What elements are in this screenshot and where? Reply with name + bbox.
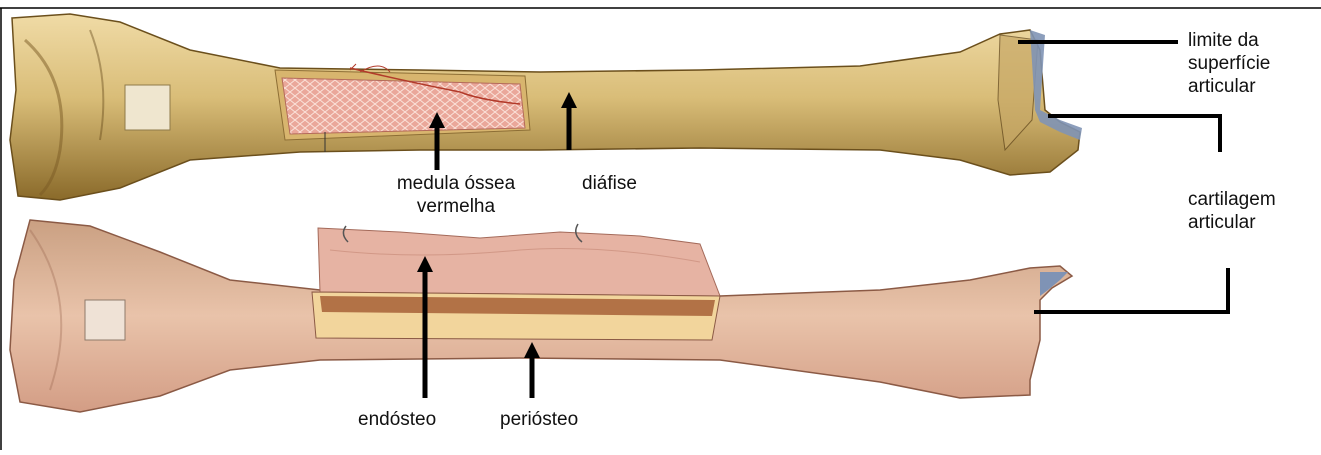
lower-ligament-stub (85, 300, 125, 340)
label-medula-ossea-vermelha: medula óssea vermelha (397, 172, 515, 218)
label-diafise: diáfise (582, 172, 637, 195)
upper-ligament-stub (125, 85, 170, 130)
red-marrow-area (282, 78, 525, 134)
lower-cartilage (1040, 272, 1068, 296)
label-endosteo: endósteo (358, 408, 436, 431)
label-cartilagem-articular: cartilagem articular (1188, 188, 1276, 234)
periosteum-flap (318, 228, 720, 296)
upper-bone (10, 14, 1080, 200)
label-limite-superficie-articular: limite da superfície articular (1188, 29, 1270, 98)
label-periosteo: periósteo (500, 408, 578, 431)
